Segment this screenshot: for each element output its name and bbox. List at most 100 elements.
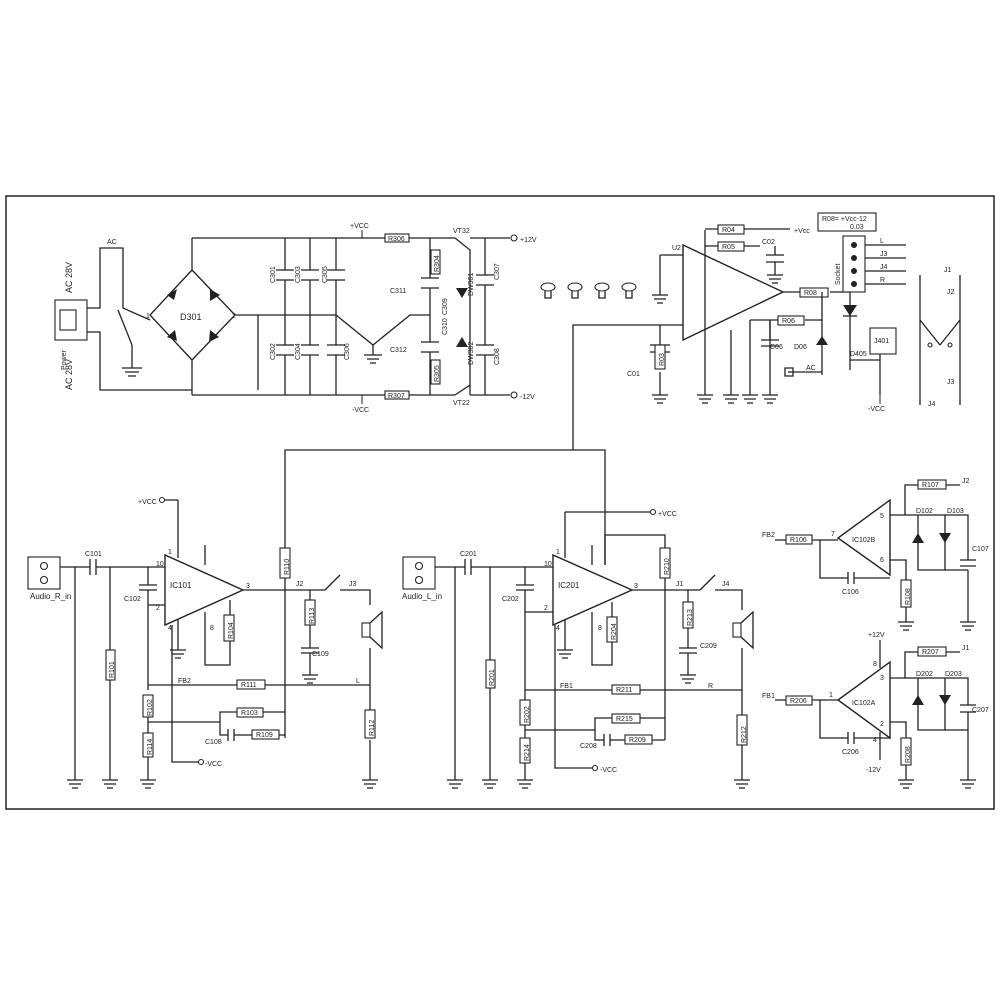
resistor-r112 (364, 709, 376, 739)
svg-text:3: 3 (246, 583, 250, 590)
svg-text:FB1: FB1 (762, 693, 775, 700)
ac-label-top: AC 28V (64, 262, 74, 293)
svg-text:0.03: 0.03 (850, 224, 864, 231)
svg-text:+VCC: +VCC (138, 499, 157, 506)
svg-text:+VCC: +VCC (658, 511, 677, 518)
vcc-pos-label: +VCC (350, 223, 369, 230)
svg-text:Socket: Socket (835, 264, 842, 285)
resistor-r213 (682, 601, 694, 629)
svg-text:4: 4 (168, 625, 172, 632)
svg-text:C305: C305 (322, 266, 329, 283)
svg-text:10: 10 (544, 561, 552, 568)
audio-l-in-label: Audio_L_in (402, 592, 442, 601)
svg-text:3: 3 (880, 675, 884, 682)
svg-text:-VCC: -VCC (868, 406, 885, 413)
svg-text:J1: J1 (944, 267, 952, 274)
svg-text:C311: C311 (390, 288, 406, 295)
svg-text:R206: R206 (790, 698, 807, 705)
relay-j401 (869, 327, 897, 355)
svg-text:C101: C101 (85, 551, 102, 558)
bridge-pin2: 2 (232, 313, 236, 320)
svg-text:R204: R204 (611, 623, 618, 640)
svg-text:FB2: FB2 (762, 532, 775, 539)
svg-text:C308: C308 (494, 348, 501, 365)
svg-text:R: R (880, 277, 885, 284)
audio-l-in-connector[interactable] (402, 556, 436, 590)
svg-text:C312: C312 (390, 347, 407, 354)
svg-text:VT22: VT22 (453, 400, 470, 407)
svg-text:C207: C207 (972, 707, 989, 714)
svg-text:R212: R212 (741, 726, 748, 743)
svg-text:R304: R304 (434, 255, 441, 272)
svg-text:R08: R08 (804, 290, 817, 297)
svg-text:D103: D103 (947, 508, 964, 515)
resistor-r215 (611, 713, 641, 724)
comparator-ic102b-section: FB2 R106 IC102B 7 5 6 C106 R107 J2 D102 … (762, 478, 989, 631)
svg-text:VT32: VT32 (453, 228, 470, 235)
svg-text:J2: J2 (962, 478, 970, 485)
resistor-r109 (251, 729, 280, 740)
svg-text:D405: D405 (850, 351, 867, 358)
svg-text:D203: D203 (945, 671, 962, 678)
svg-text:J2: J2 (947, 289, 955, 296)
ac-label-bottom: AC 28V (64, 359, 74, 390)
svg-text:J1: J1 (676, 581, 684, 588)
svg-text:C208: C208 (580, 743, 597, 750)
svg-text:R: R (708, 683, 713, 690)
svg-text:C202: C202 (502, 596, 519, 603)
svg-text:2: 2 (156, 605, 160, 612)
protection-section: U2 C01 R03 R04 R05 +Vcc C02 R08 R06 C06 … (572, 212, 961, 450)
resistor-r106 (785, 534, 813, 545)
resistor-r305 (430, 359, 441, 385)
svg-text:R208: R208 (905, 746, 912, 763)
svg-text:+Vcc: +Vcc (794, 228, 810, 235)
svg-text:-VCC: -VCC (205, 761, 222, 768)
opamp-ic102b (836, 498, 891, 577)
svg-text:R107: R107 (922, 482, 939, 489)
svg-text:R214: R214 (524, 744, 531, 761)
bridge-pin1: 1 (146, 313, 150, 320)
mounting-holes (540, 282, 637, 299)
svg-text:R201: R201 (489, 669, 496, 686)
svg-text:R03: R03 (659, 353, 666, 366)
svg-text:1: 1 (168, 549, 172, 556)
resistor-r107 (917, 479, 947, 490)
svg-text:R04: R04 (722, 227, 735, 234)
svg-text:R111: R111 (241, 682, 257, 689)
svg-text:C209: C209 (700, 643, 717, 650)
svg-text:R08= +Vcc-12: R08= +Vcc-12 (822, 216, 867, 223)
svg-text:8: 8 (210, 625, 214, 632)
resistor-r206 (785, 695, 813, 706)
resistor-r212 (736, 714, 748, 746)
svg-text:J3: J3 (349, 581, 357, 588)
svg-text:-12V: -12V (866, 767, 881, 774)
svg-text:C109: C109 (312, 651, 329, 658)
svg-text:8: 8 (873, 661, 877, 668)
channel-r-section: Audio_R_in C101 R101 C102 IC101 10 3 1 2… (27, 496, 383, 789)
svg-text:1: 1 (829, 692, 833, 699)
resistor-r201 (485, 659, 496, 689)
svg-text:R207: R207 (922, 649, 939, 656)
svg-text:7: 7 (831, 531, 835, 538)
svg-text:R102: R102 (147, 699, 154, 716)
svg-text:U2: U2 (672, 245, 681, 252)
svg-text:4: 4 (556, 625, 560, 632)
bridge-label: D301 (180, 312, 202, 322)
svg-text:4: 4 (873, 737, 877, 744)
resistor-r03 (654, 344, 666, 370)
svg-text:C310: C310 (442, 318, 449, 335)
resistor-r104 (223, 614, 235, 642)
audio-r-in-connector[interactable] (27, 556, 61, 590)
resistor-r204 (606, 616, 618, 643)
svg-text:IC101: IC101 (170, 581, 192, 590)
svg-text:1: 1 (556, 549, 560, 556)
svg-text:R215: R215 (616, 716, 633, 723)
svg-text:C201: C201 (460, 551, 477, 558)
svg-text:C304: C304 (295, 343, 302, 360)
resistor-r08 (799, 287, 829, 298)
svg-text:C108: C108 (205, 739, 222, 746)
svg-text:5: 5 (880, 513, 884, 520)
svg-text:J4: J4 (880, 264, 888, 271)
svg-text:FB2: FB2 (178, 678, 191, 685)
resistor-r214 (519, 737, 531, 764)
